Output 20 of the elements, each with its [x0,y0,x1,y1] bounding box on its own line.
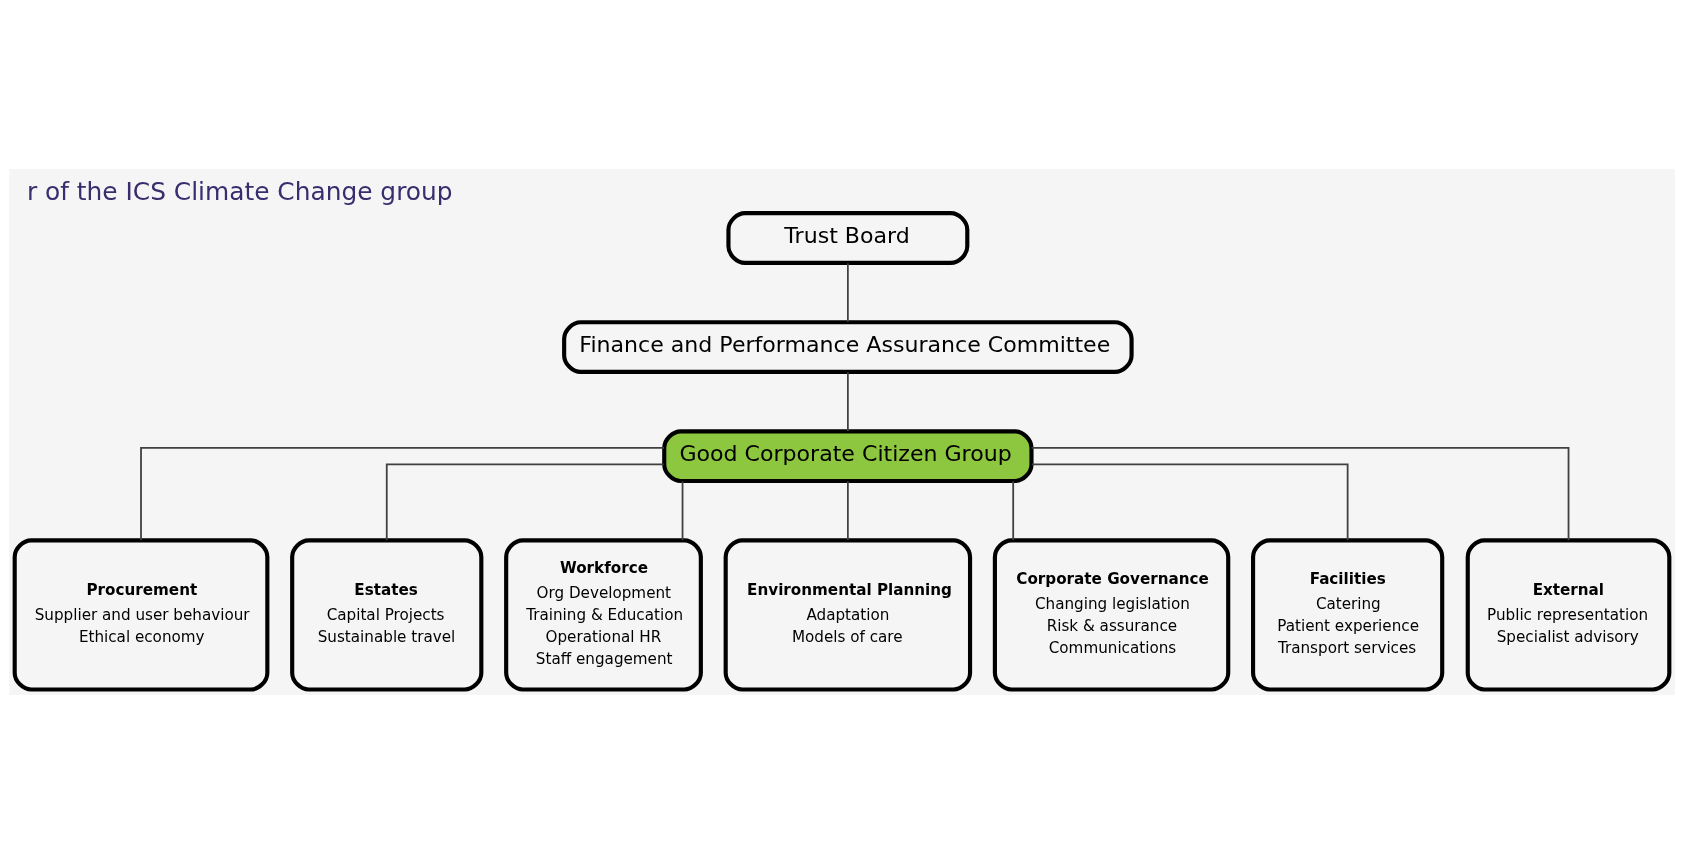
node-box: Trust Board [726,210,970,265]
connector [846,479,849,541]
node-box: Finance and Performance Assurance Committee [562,319,1134,374]
connector [846,261,849,323]
connector [1030,463,1349,541]
node-box: Corporate Governance Changing legislation Risk & assurance Communications [992,537,1231,692]
node-box: Environmental Planning Adaptation Models of care [723,537,973,692]
connector [385,463,665,541]
connector [1030,446,1570,541]
node-box: Facilities Catering Patient experience Transport services [1251,537,1445,692]
connector [140,446,665,541]
diagram-title: r of the ICS Climate Change group [26,176,453,206]
node-box: Estates Capital Projects Sustainable travel [290,537,484,692]
connector [846,371,849,432]
node-box: Procurement Supplier and user behaviour Ethical economy [12,537,270,692]
connector [1012,479,1015,541]
connector [681,479,684,541]
node-box: Good Corporate Citizen Group [662,428,1034,483]
node-box: External Public representation Specialist advisory [1465,537,1672,692]
node-box: Workforce Org Development Training & Education Operational HR Staff engagement [504,537,703,692]
